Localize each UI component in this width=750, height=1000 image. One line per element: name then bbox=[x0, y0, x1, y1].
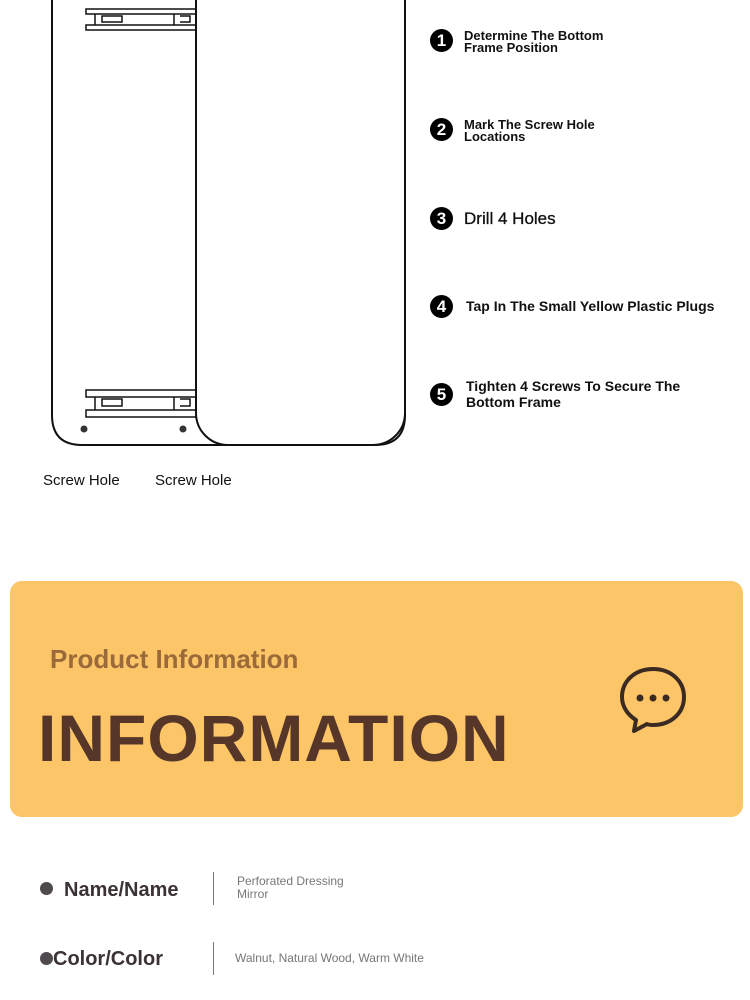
spec-label: Name/Name bbox=[64, 879, 179, 901]
step-number: 4 bbox=[430, 295, 453, 318]
screw-hole-right bbox=[179, 425, 187, 433]
spec-value: Perforated Dressing Mirror bbox=[237, 874, 344, 901]
screw-hole-label: Screw Hole bbox=[155, 472, 232, 489]
step-text: Tap In The Small Yellow Plastic Plugs bbox=[466, 298, 715, 314]
step-number: 1 bbox=[430, 29, 453, 52]
divider bbox=[213, 942, 214, 975]
banner-subtitle: Product Information bbox=[50, 644, 299, 674]
screw-hole-label: Screw Hole bbox=[43, 472, 120, 489]
spec-value: Walnut, Natural Wood, Warm White bbox=[235, 951, 424, 965]
step-text: Determine The Bottom Frame Position bbox=[464, 28, 604, 55]
mirror-installation-diagram bbox=[51, 0, 406, 446]
step-text: Tighten 4 Screws To Secure The Bottom Fr… bbox=[466, 378, 681, 410]
bullet-icon bbox=[40, 882, 53, 895]
step-number: 5 bbox=[430, 383, 453, 406]
bullet-icon bbox=[40, 952, 53, 965]
divider bbox=[213, 872, 214, 905]
step-text: Mark The Screw Hole Locations bbox=[464, 117, 595, 144]
step-number: 3 bbox=[430, 207, 453, 230]
banner-title: INFORMATION bbox=[38, 701, 510, 775]
mirror-panel bbox=[195, 0, 406, 446]
chat-bubble-icon bbox=[620, 667, 686, 733]
screw-hole-left bbox=[80, 425, 88, 433]
step-number: 2 bbox=[430, 118, 453, 141]
spec-label: Color/Color bbox=[53, 948, 163, 970]
step-text: Drill 4 Holes bbox=[464, 209, 556, 228]
